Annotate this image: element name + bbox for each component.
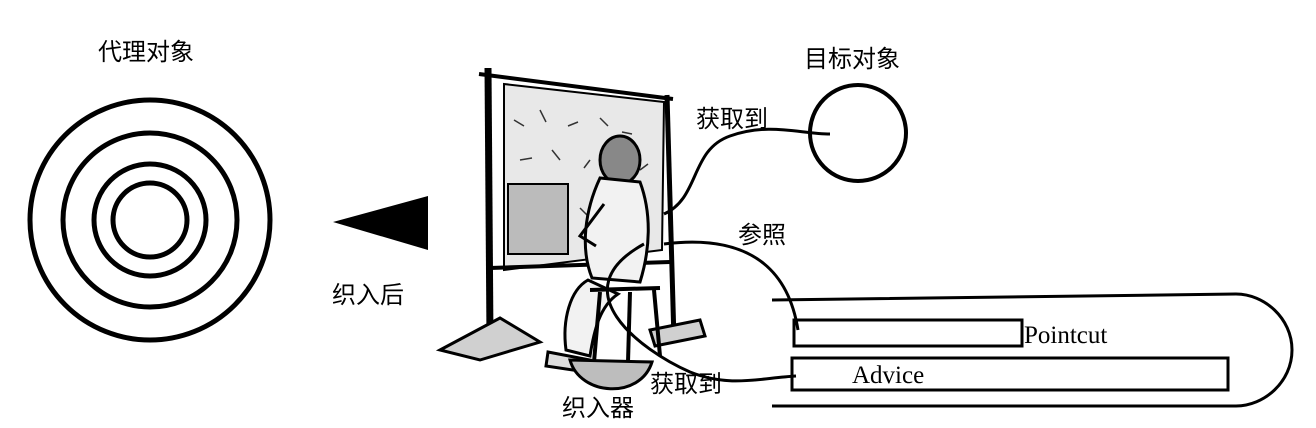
obtain-advice-line [605,242,797,383]
advice-label: Advice [852,362,924,389]
proxy-object-label: 代理对象 [98,38,194,66]
target-object-label: 目标对象 [804,45,900,73]
proxy-ring-3 [91,161,209,279]
reference-label: 参照 [738,221,786,249]
weaver-torso [583,176,650,284]
weaver-legs [563,278,622,358]
weaver-person [544,134,650,374]
after-weaving-label: 织入后 [332,281,404,309]
reference-pointcut-line [663,240,800,331]
advice-field [790,356,1230,392]
proxy-ring-2 [60,130,240,310]
weaver-arm [577,203,606,248]
proxy-object-circles [27,97,273,343]
obtain-target-label: 获取到 [696,105,768,133]
loom-foot-right [648,318,707,348]
pointcut-label: Pointcut [1024,322,1107,349]
tapestry-dark-panel [507,183,569,255]
loom-top-bar [478,72,674,101]
proxy-ring-outer [27,97,273,343]
weaver-illustration [435,67,707,391]
weave-direction-arrow [333,196,428,250]
obtain-aspect-label: 获取到 [650,370,722,398]
weaver-head [598,134,642,186]
yarn-basket [568,358,655,391]
pointcut-field [792,318,1024,348]
proxy-ring-inner [110,180,190,260]
target-connector-line [663,127,831,216]
loom-post-right [664,94,677,341]
weaver-label: 织入器 [562,394,634,422]
loom-post-left [484,67,494,341]
weaver-stool [589,286,662,363]
aspect-box [771,292,1294,408]
loom-foot-left [435,316,544,362]
